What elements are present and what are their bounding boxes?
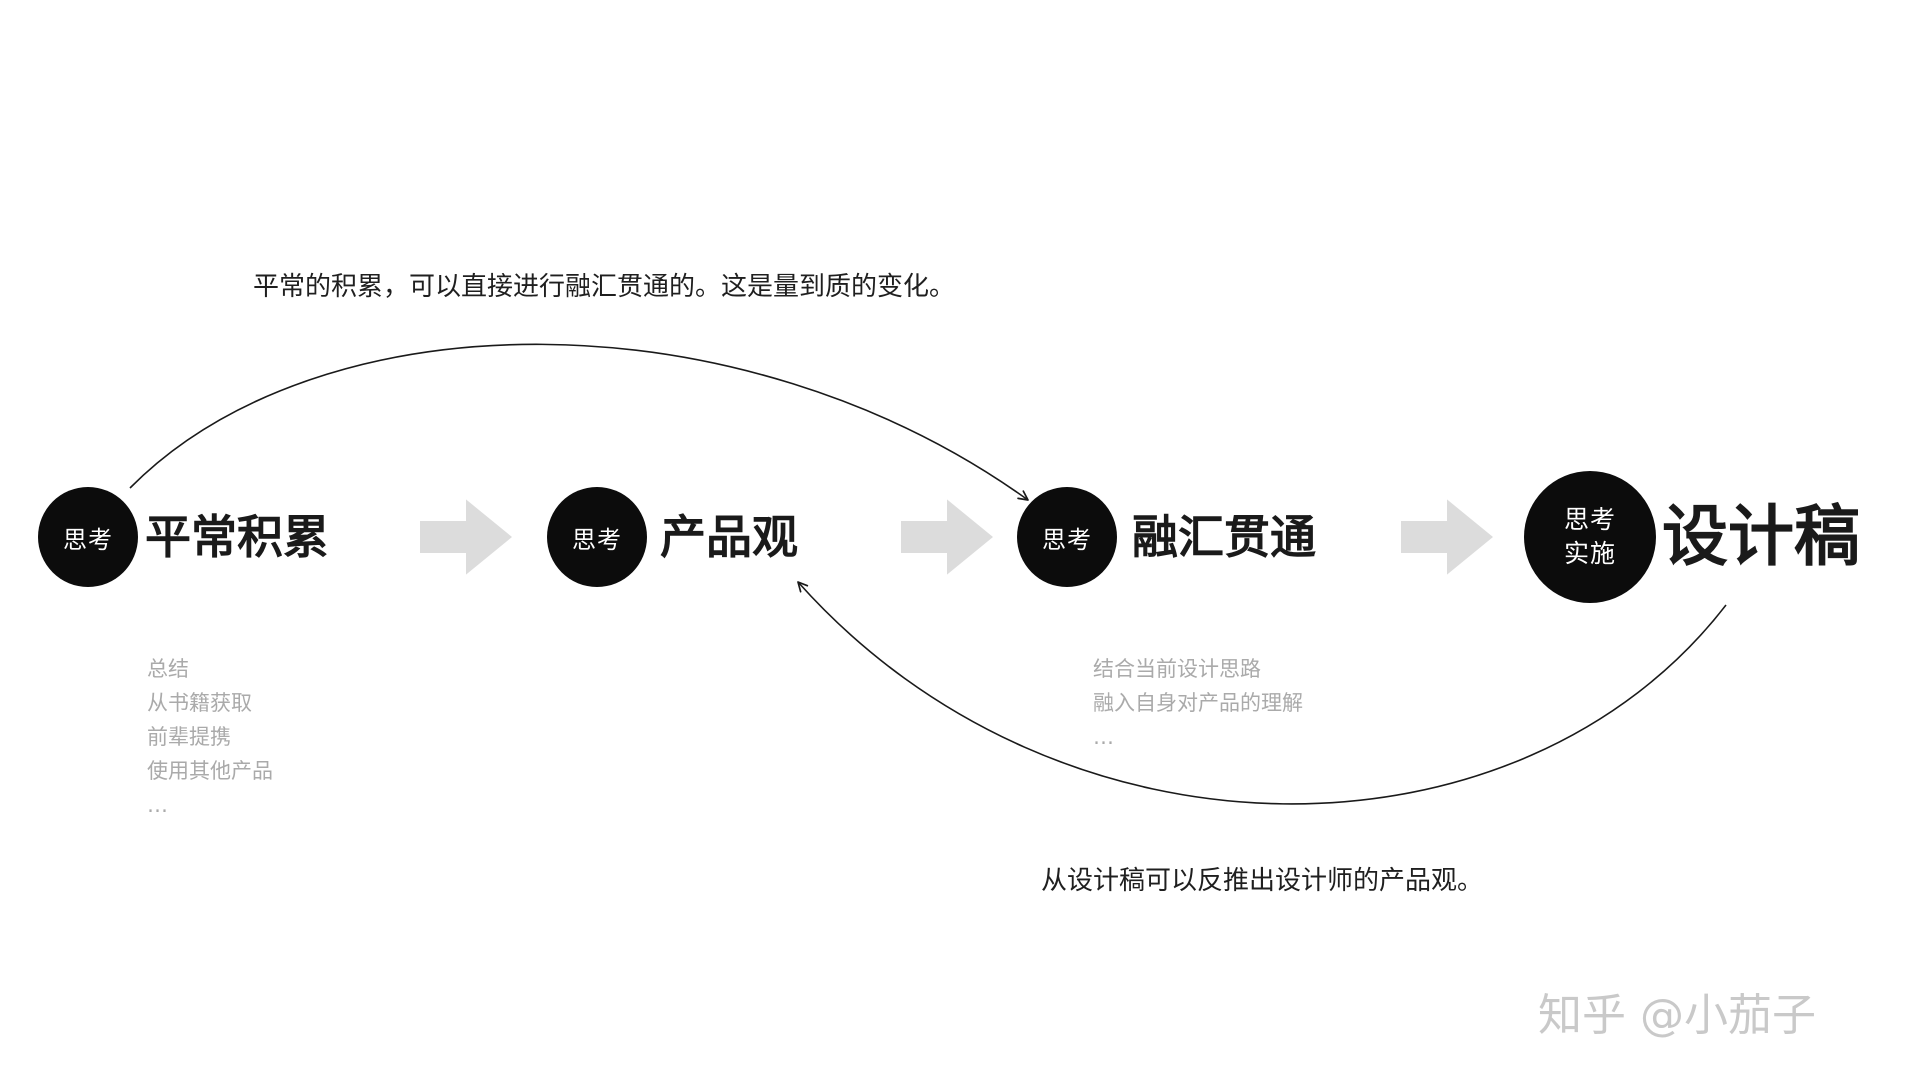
mastery-notes: 结合当前设计思路 融入自身对产品的理解 … — [1093, 652, 1303, 754]
think-implement-badge-line2: 实施 — [1563, 539, 1616, 568]
think-badge-product-view-label: 思考 — [572, 525, 622, 554]
note-line: 前辈提携 — [147, 725, 231, 749]
watermark: 知乎 @小茄子 — [1538, 990, 1816, 1041]
think-badge-product-view: 思考 — [547, 487, 647, 587]
think-badge-accumulation: 思考 — [38, 487, 138, 587]
note-line: 融入自身对产品的理解 — [1093, 691, 1303, 715]
flow-arrow-icon-1 — [420, 499, 512, 575]
think-badge-accumulation-label: 思考 — [63, 525, 113, 554]
node-title-design-draft: 设计稿 — [1662, 498, 1860, 575]
think-badge-mastery: 思考 — [1017, 487, 1117, 587]
top-annotation: 平常的积累，可以直接进行融汇贯通的。这是量到质的变化。 — [253, 272, 956, 302]
flow-arrow-icon-2 — [901, 499, 993, 575]
note-line: 总结 — [147, 657, 189, 681]
accumulation-notes: 总结 从书籍获取 前辈提携 使用其他产品 … — [147, 652, 273, 822]
note-line: 使用其他产品 — [147, 759, 273, 783]
note-line: … — [1093, 725, 1114, 749]
think-implement-badge-line1: 思考 — [1563, 505, 1616, 535]
accumulation-to-mastery-curve-arrow — [129, 343, 1029, 501]
note-line: 结合当前设计思路 — [1093, 657, 1261, 681]
bottom-annotation: 从设计稿可以反推出设计师的产品观。 — [1041, 866, 1484, 896]
think-badge-mastery-label: 思考 — [1042, 525, 1092, 554]
think-implement-badge: 思考 实施 — [1524, 471, 1656, 603]
note-line: … — [147, 793, 168, 817]
node-title-product-view: 产品观 — [660, 510, 798, 564]
node-title-mastery: 融汇贯通 — [1132, 510, 1316, 564]
flow-arrow-icon-3 — [1401, 499, 1493, 575]
node-title-accumulation: 平常积累 — [145, 510, 329, 564]
note-line: 从书籍获取 — [147, 691, 252, 715]
